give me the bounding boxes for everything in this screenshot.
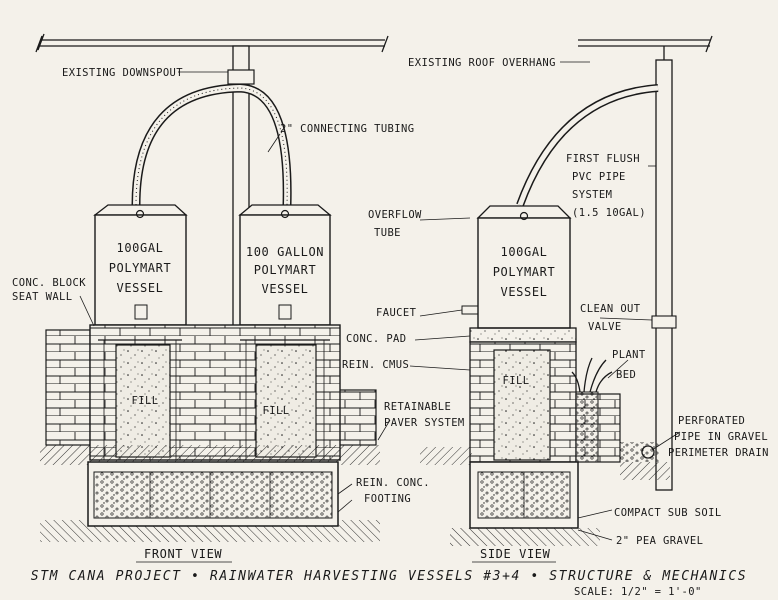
label-rein-conc-2: FOOTING [364, 493, 411, 505]
label-perforated-2: PIPE IN GRAVEL [674, 431, 768, 443]
vessel-a-line3: VESSEL [117, 281, 164, 295]
vessel-b-line2: POLYMART [254, 263, 317, 277]
vessel-a-line1: 100GAL [117, 241, 164, 255]
fill-label-a: FILL [132, 395, 159, 407]
vessel-c-line1: 100GAL [501, 245, 548, 259]
label-retainable-1: RETAINABLE [384, 401, 451, 413]
vessel-a-line2: POLYMART [109, 261, 172, 275]
label-perforated-3: PERIMETER DRAIN [668, 447, 769, 459]
label-first-flush-2: PVC PIPE [572, 171, 626, 183]
leader-lines [79, 61, 681, 541]
seat-wall-right [337, 389, 377, 446]
label-compact: COMPACT SUB SOIL [614, 507, 722, 519]
label-front-view: FRONT VIEW [144, 547, 222, 561]
label-connecting-tubing: 2" CONNECTING TUBING [280, 123, 414, 135]
connecting-tubing [131, 83, 292, 206]
vessel-b: 100 GALLON POLYMART VESSEL [238, 204, 332, 326]
side-connecting-tubing [516, 84, 659, 207]
vessel-b-line3: VESSEL [262, 282, 309, 296]
label-existing-roof: EXISTING ROOF OVERHANG [408, 57, 556, 69]
drawing-scale: SCALE: 1/2" = 1'-0" [574, 586, 702, 598]
label-cleanout-1: CLEAN OUT [580, 303, 641, 315]
vessel-b-line1: 100 GALLON [246, 245, 324, 259]
fill-label-c: FILL [503, 375, 530, 387]
label-existing-downspout: EXISTING DOWNSPOUT [62, 67, 183, 79]
label-retainable-2: PAVER SYSTEM [384, 417, 465, 429]
side-view-drawing: 100GAL POLYMART VESSEL FILL [420, 35, 713, 546]
label-conc-block-1: CONC. BLOCK [12, 277, 86, 289]
label-plant-bed-2: BED [616, 369, 636, 381]
plant-bed [571, 357, 621, 463]
label-overflow-2: TUBE [374, 227, 401, 239]
annotations: EXISTING DOWNSPOUT 2" CONNECTING TUBING … [12, 57, 769, 598]
vessel-c-line3: VESSEL [501, 285, 548, 299]
label-side-view: SIDE VIEW [480, 547, 551, 561]
label-conc-block-2: SEAT WALL [12, 291, 73, 303]
label-first-flush-3: SYSTEM [572, 189, 612, 201]
vessel-a: 100GAL POLYMART VESSEL [93, 204, 188, 326]
label-overflow-1: OVERFLOW [368, 209, 422, 221]
label-plant-bed-1: PLANT [612, 349, 646, 361]
seat-wall-left [45, 329, 91, 446]
label-perforated-1: PERFORATED [678, 415, 745, 427]
label-cleanout-2: VALVE [588, 321, 622, 333]
vessel-c-line2: POLYMART [493, 265, 556, 279]
first-flush-pipe [655, 59, 673, 491]
label-first-flush-4: (1.5 10GAL) [572, 207, 646, 219]
label-faucet: FAUCET [376, 307, 417, 319]
label-conc-pad: CONC. PAD [346, 333, 407, 345]
front-view-drawing: 100GAL POLYMART VESSEL 100 GALLON POLYMA… [35, 33, 389, 542]
fill-label-b: FILL [263, 405, 290, 417]
label-pea-gravel: 2" PEA GRAVEL [616, 535, 703, 547]
vessel-c: 100GAL POLYMART VESSEL [461, 205, 572, 329]
label-first-flush-1: FIRST FLUSH [566, 153, 640, 165]
drawing-title: STM CANA PROJECT • RAINWATER HARVESTING … [31, 569, 747, 584]
label-rein-cmus: REIN. CMUS [342, 359, 409, 371]
label-rein-conc-1: REIN. CONC. [356, 477, 430, 489]
